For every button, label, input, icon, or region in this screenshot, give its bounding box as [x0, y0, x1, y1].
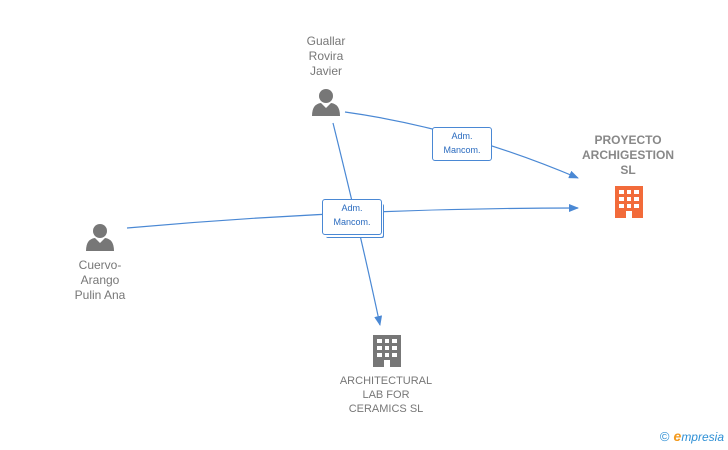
company-name-proyecto[interactable]: PROYECTO ARCHIGESTION SL — [581, 133, 674, 177]
copyright-icon: © — [659, 428, 670, 444]
person-name-guallar[interactable]: Guallar Rovira Javier — [306, 34, 346, 78]
edge-label-shared: Adm. Mancom. — [322, 199, 382, 235]
person-icon — [312, 89, 340, 116]
edge-label-guallar-proyecto: Adm. Mancom. — [432, 127, 492, 161]
empresia-logo: © empresia — [659, 428, 724, 444]
person-name-cuervo[interactable]: Cuervo- Arango Pulin Ana — [74, 258, 126, 302]
building-icon — [615, 186, 643, 218]
building-icon — [373, 335, 401, 367]
person-icon — [86, 224, 114, 251]
company-name-architectural[interactable]: ARCHITECTURAL LAB FOR CERAMICS SL — [339, 375, 433, 415]
